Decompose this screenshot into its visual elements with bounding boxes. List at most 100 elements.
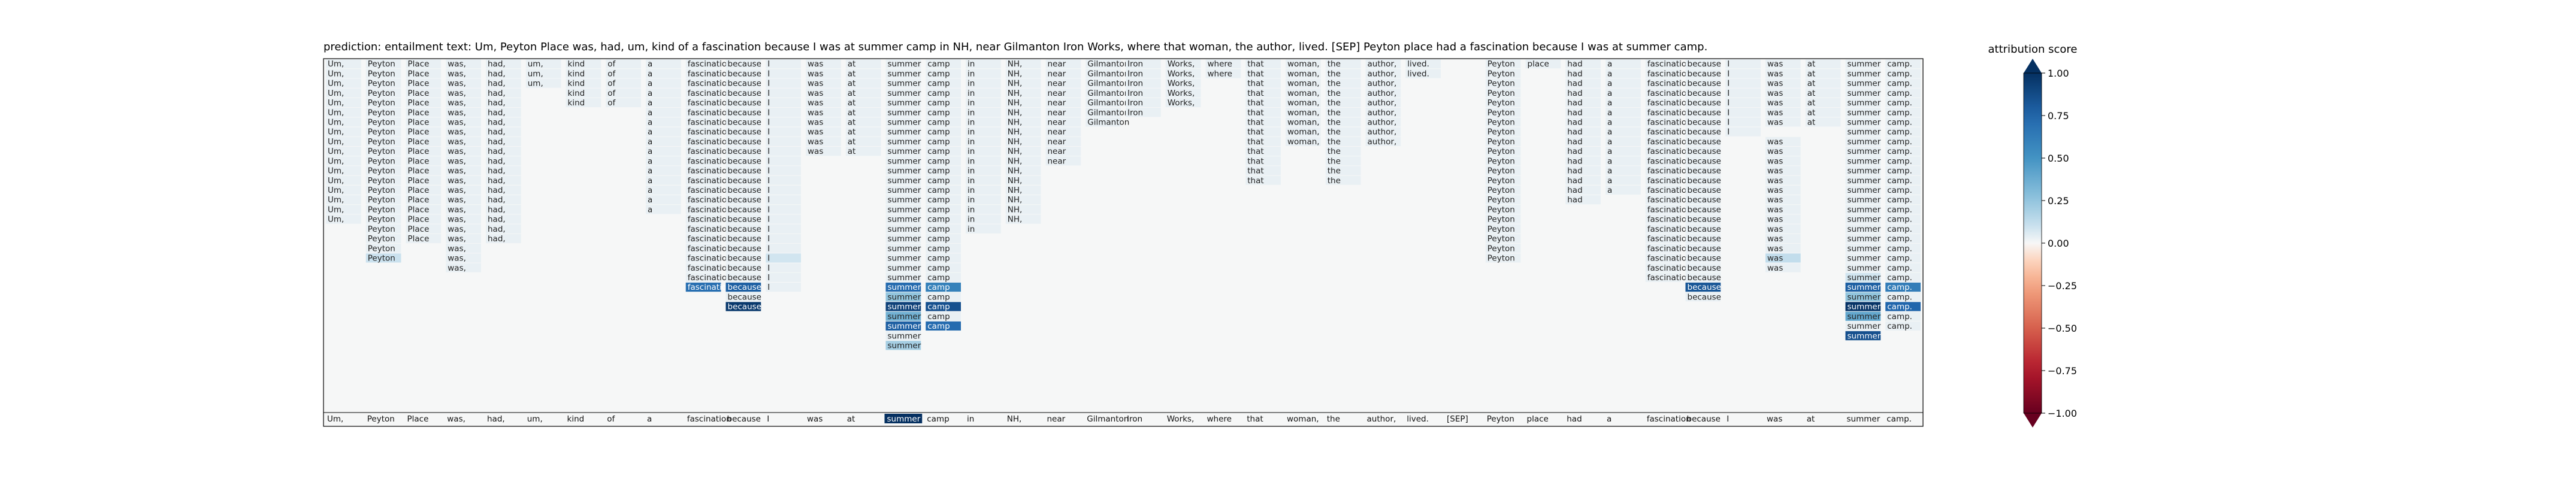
heatmap-cell (1725, 69, 1761, 78)
cell-token: camp (927, 166, 950, 176)
cell-token: because (728, 205, 761, 214)
cell-token: summer (888, 215, 921, 225)
heatmap-cell (766, 224, 801, 234)
cell-token: NH, (1008, 79, 1023, 89)
heatmap-cell (1005, 108, 1041, 117)
x-tick-label: summer (887, 414, 921, 424)
cell-token: Peyton (1487, 128, 1515, 137)
heatmap-cell (1685, 108, 1721, 117)
cell-token: summer (888, 312, 921, 322)
heatmap-cell (1325, 108, 1361, 117)
x-tick-label: camp. (1886, 414, 1912, 424)
cell-token: camp. (1887, 254, 1912, 263)
heatmap-cell (766, 244, 801, 253)
cell-token: the (1328, 108, 1341, 117)
colorbar-max-arrow (2024, 59, 2042, 73)
heatmap-cell (1645, 98, 1681, 108)
cell-token: fascination (1647, 234, 1692, 244)
cell-token: was (1767, 234, 1783, 244)
heatmap-cell (1885, 175, 1921, 185)
heatmap-cell (1885, 137, 1921, 146)
heatmap-cell (885, 214, 921, 224)
cell-token: Place (408, 137, 430, 147)
cell-token: was (1767, 147, 1783, 156)
cell-token: fascination (688, 108, 732, 117)
heatmap-cell (1565, 98, 1601, 108)
cell-token: Um, (328, 195, 344, 205)
cell-token: summer (1848, 322, 1881, 331)
heatmap-cell (446, 78, 481, 88)
heatmap-cell (1765, 98, 1801, 108)
cell-token: Peyton (1487, 108, 1515, 117)
heatmap-cell (1045, 69, 1081, 78)
cell-token: Um, (328, 166, 344, 176)
heatmap-cell (725, 263, 761, 272)
cell-token: Um, (328, 186, 344, 195)
cell-token: I (1727, 79, 1730, 89)
cell-token: summer (1848, 263, 1881, 273)
cell-token: I (767, 98, 770, 108)
heatmap-cell (446, 88, 481, 98)
heatmap-cell (1485, 146, 1521, 156)
cell-token: that (1247, 118, 1263, 128)
cell-token: Place (408, 156, 430, 166)
heatmap-cell (1885, 88, 1921, 98)
label-row-highlight (884, 414, 923, 423)
cell-token: NH, (1008, 137, 1023, 147)
cell-token: camp (927, 283, 950, 292)
heatmap-cell (1485, 88, 1521, 98)
cell-token: summer (888, 89, 921, 98)
heatmap-cell (885, 263, 921, 272)
heatmap-cell (966, 127, 1001, 137)
cell-token: at (848, 79, 856, 89)
heatmap-cell (1086, 78, 1121, 88)
cell-token: had, (488, 79, 506, 89)
heatmap-cell (406, 214, 442, 224)
cell-token: was, (448, 205, 466, 214)
heatmap-cell (1286, 127, 1321, 137)
cell-token: camp. (1887, 69, 1912, 78)
heatmap-cell (1606, 117, 1641, 127)
heatmap-cell (685, 175, 721, 185)
heatmap-cell (885, 185, 921, 195)
cell-token: camp. (1887, 225, 1912, 234)
heatmap-cell (326, 78, 361, 88)
heatmap-cell (1725, 59, 1761, 69)
heatmap-cell (1565, 59, 1601, 69)
heatmap-cell (1765, 59, 1801, 69)
cell-token: had, (488, 147, 506, 156)
heatmap-cell (1765, 185, 1801, 195)
heatmap-cell (646, 78, 681, 88)
cell-token: I (767, 205, 770, 214)
heatmap-cell (966, 69, 1001, 78)
cell-token: fascination (688, 156, 732, 166)
heatmap-cell (725, 302, 761, 311)
heatmap-cell (1765, 234, 1801, 244)
heatmap-cell (446, 263, 481, 272)
cell-token: because (728, 283, 761, 292)
heatmap-cell (365, 214, 401, 224)
heatmap-cell (1086, 69, 1121, 78)
cell-token: because (1688, 59, 1721, 69)
cell-token: fascination (688, 137, 732, 147)
cell-token: was, (448, 98, 466, 108)
cell-token: kind (568, 59, 585, 69)
heatmap-cell (1405, 69, 1441, 78)
heatmap-cell (1645, 59, 1681, 69)
heatmap-cell (1885, 272, 1921, 282)
cell-token: summer (888, 341, 921, 350)
cell-token: a (648, 186, 652, 195)
heatmap-cell (685, 272, 721, 282)
cell-token: camp. (1887, 128, 1912, 137)
cell-token: because (1688, 176, 1721, 186)
heatmap-cell (1365, 108, 1401, 117)
cell-token: the (1328, 79, 1341, 89)
cell-token: was (1767, 98, 1783, 108)
heatmap-cell (1165, 69, 1201, 78)
heatmap-cell (885, 156, 921, 166)
cell-token: had, (488, 108, 506, 117)
cell-token: summer (1848, 118, 1881, 128)
heatmap-cell (566, 59, 601, 69)
x-tick-label: Peyton (1487, 414, 1514, 424)
cell-token: at (848, 147, 856, 156)
